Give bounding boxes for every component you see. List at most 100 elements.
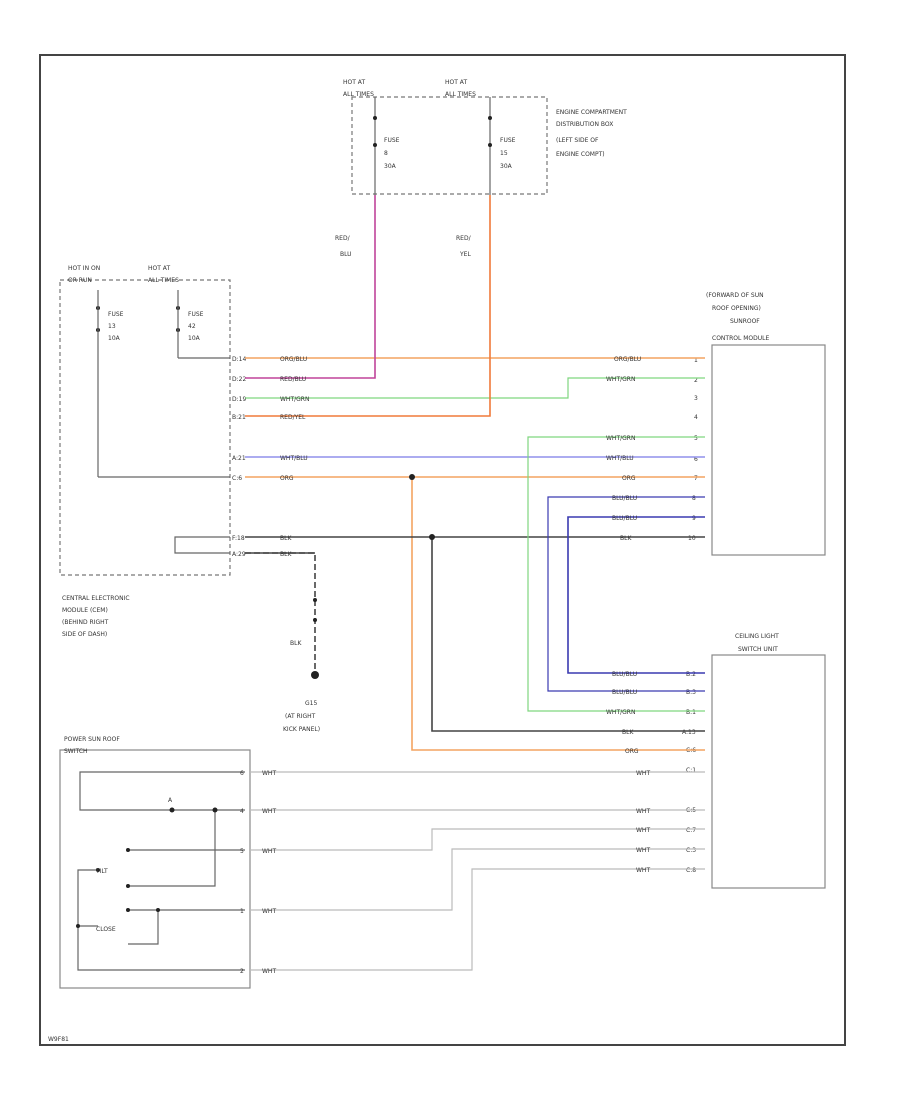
fuse-label: FUSE bbox=[384, 137, 400, 144]
wire-wht-3 bbox=[250, 828, 705, 851]
module-pin: 6 bbox=[694, 456, 698, 463]
engine-box-label: (LEFT SIDE OF bbox=[556, 137, 599, 144]
module-pin: 2 bbox=[694, 377, 698, 384]
wire-label: WHT bbox=[636, 770, 650, 777]
fuse-number: 8 bbox=[384, 150, 388, 157]
switch-pin: 2 bbox=[240, 968, 244, 975]
power-sunroof-switch: POWER SUN ROOF SWITCH A TILT CLOSE 6 4 5… bbox=[59, 736, 251, 989]
ceiling-light-switch-unit: CEILING LIGHT SWITCH UNIT B:2 B:3 B:1 A:… bbox=[682, 633, 826, 889]
ceiling-pin: A:13 bbox=[682, 729, 696, 736]
wire-label: ORG bbox=[280, 475, 294, 482]
diagram-code: W9F81 bbox=[48, 1036, 69, 1043]
wire-label: WHT bbox=[636, 808, 650, 815]
fuse-amps: 10A bbox=[188, 335, 201, 342]
ceiling-label: SWITCH UNIT bbox=[738, 646, 778, 653]
hot-label-line1: HOT AT bbox=[343, 79, 365, 86]
module-pin: 10 bbox=[688, 535, 696, 542]
cem-pin: B:21 bbox=[232, 414, 246, 421]
ceiling-pin: B:2 bbox=[686, 671, 696, 678]
switch-internal-label: A bbox=[168, 797, 173, 804]
wire-label: ORG bbox=[622, 475, 636, 482]
cem-pin: D:14 bbox=[232, 356, 246, 363]
wire-wht-5 bbox=[250, 868, 705, 971]
sunroof-control-module: (FORWARD OF SUN ROOF OPENING) SUNROOF CO… bbox=[688, 292, 826, 556]
module-pin: 1 bbox=[694, 357, 698, 364]
wire-redblu bbox=[245, 195, 376, 379]
module-pin: 9 bbox=[692, 515, 696, 522]
wire-label: WHT/BLU bbox=[606, 455, 634, 462]
switch-pin: 4 bbox=[240, 808, 244, 815]
engine-box-label: ENGINE COMPARTMENT bbox=[556, 109, 627, 116]
wire-blublu-2 bbox=[567, 516, 705, 674]
module-pin: 4 bbox=[694, 414, 698, 421]
wire-label: WHT bbox=[636, 827, 650, 834]
ground-id: G15 bbox=[305, 700, 317, 707]
wire-label: ORG/BLU bbox=[614, 356, 641, 363]
wire-label: ORG/BLU bbox=[280, 356, 307, 363]
ground-g15: BLK G15 (AT RIGHT KICK PANEL) bbox=[245, 552, 320, 733]
switch-pin: 1 bbox=[240, 908, 244, 915]
ceiling-pin: B:3 bbox=[686, 689, 696, 696]
wire-label: RED/ bbox=[335, 235, 351, 242]
wire-label: WHT/BLU bbox=[280, 455, 308, 462]
wire-label: WHT/GRN bbox=[606, 435, 635, 442]
cem-pin: F:18 bbox=[232, 535, 245, 542]
switch-label: POWER SUN ROOF bbox=[64, 736, 120, 743]
wire-label: BLU/BLU bbox=[612, 689, 637, 696]
hot-label-line1: HOT AT bbox=[445, 79, 467, 86]
wire-label: YEL bbox=[459, 251, 471, 258]
wire-whtgrn-2 bbox=[527, 436, 705, 712]
cem-pin: A:29 bbox=[232, 551, 246, 558]
wire-label: ORG bbox=[625, 748, 639, 755]
module-label: ROOF OPENING) bbox=[712, 305, 761, 312]
wire-label: BLK bbox=[622, 729, 634, 736]
fuse-number: 13 bbox=[108, 323, 116, 330]
cem-pin: C:6 bbox=[232, 475, 242, 482]
wire-label: WHT/GRN bbox=[606, 376, 635, 383]
hot-label-line2: OR RUN bbox=[68, 277, 92, 284]
module-pin: 5 bbox=[694, 435, 698, 442]
wire-label: BLK bbox=[620, 535, 632, 542]
switch-tilt-label: TILT bbox=[95, 868, 108, 875]
cem-label: MODULE (CEM) bbox=[62, 607, 108, 614]
switch-pin: 6 bbox=[240, 770, 244, 777]
wire-label: BLK bbox=[280, 535, 292, 542]
cem-pin: D:19 bbox=[232, 396, 246, 403]
cem-box: HOT IN ON OR RUN HOT AT ALL TIMES FUSE 1… bbox=[59, 265, 246, 576]
fuse-amps: 10A bbox=[108, 335, 121, 342]
wire-label: RED/ bbox=[456, 235, 472, 242]
switch-label: SWITCH bbox=[64, 748, 88, 755]
engine-distribution-box: HOT AT ALL TIMES HOT AT ALL TIMES FUSE 8… bbox=[343, 79, 627, 195]
wire-label: WHT bbox=[262, 848, 276, 855]
wire-label: WHT bbox=[262, 770, 276, 777]
wire-wht-4 bbox=[250, 848, 705, 911]
fuse-label: FUSE bbox=[108, 311, 124, 318]
wire-label: WHT bbox=[636, 867, 650, 874]
cem-pin: A:21 bbox=[232, 455, 246, 462]
wire-label: BLU bbox=[340, 251, 352, 258]
wire-org-branch bbox=[411, 477, 705, 751]
fuse-amps: 30A bbox=[384, 163, 397, 170]
wire-label: RED/YEL bbox=[280, 414, 306, 421]
cem-label: SIDE OF DASH) bbox=[62, 631, 107, 638]
wire-label: BLU/BLU bbox=[612, 495, 637, 502]
diagram-frame bbox=[39, 54, 846, 1046]
ceiling-pin: B:1 bbox=[686, 709, 696, 716]
wire-label: WHT/GRN bbox=[280, 396, 309, 403]
wire-label: WHT bbox=[262, 968, 276, 975]
hot-label-line2: ALL TIMES bbox=[343, 91, 374, 98]
cem-label: CENTRAL ELECTRONIC bbox=[62, 595, 130, 602]
wire-label: WHT bbox=[262, 808, 276, 815]
ceiling-pin: C:7 bbox=[686, 827, 696, 834]
wire-whtgrn bbox=[245, 377, 705, 399]
ceiling-label: CEILING LIGHT bbox=[735, 633, 779, 640]
module-label: SUNROOF bbox=[730, 318, 760, 325]
fuse-number: 15 bbox=[500, 150, 508, 157]
wire-redyel bbox=[245, 195, 491, 417]
engine-box-label: DISTRIBUTION BOX bbox=[556, 121, 613, 128]
module-pin: 3 bbox=[694, 395, 698, 402]
ceiling-pin: C:3 bbox=[686, 847, 696, 854]
wire-blk-branch bbox=[431, 537, 705, 732]
wire-label: BLU/BLU bbox=[612, 515, 637, 522]
